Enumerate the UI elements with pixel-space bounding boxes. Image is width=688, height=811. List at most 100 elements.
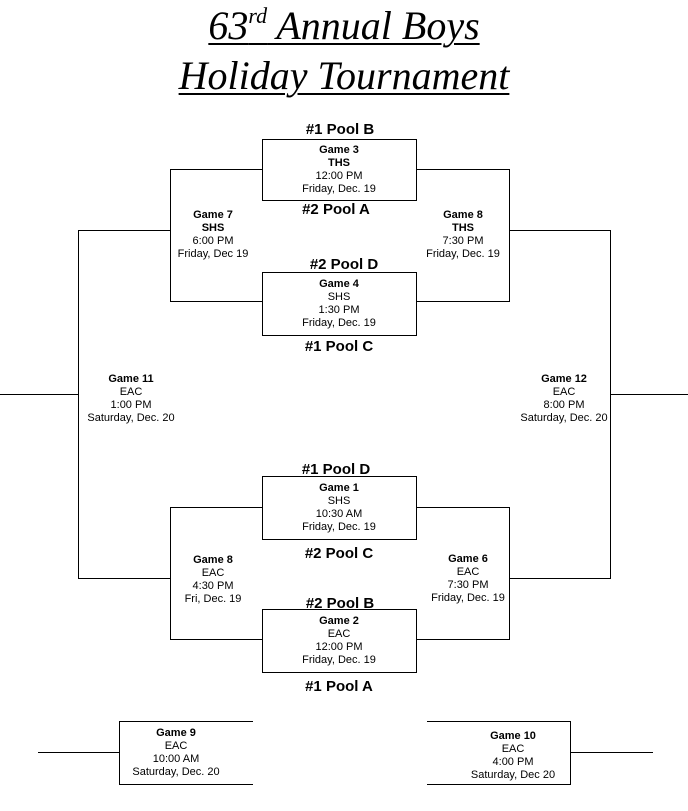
bracket-line [170,301,263,302]
bracket-line [170,507,171,640]
game-10: Game 10 EAC 4:00 PM Saturday, Dec 20 [463,730,563,782]
bracket-line [78,230,79,579]
game-site: EAC [164,740,188,752]
game-box [119,721,253,785]
game-date: Friday, Dec. 19 [431,592,505,604]
game-time: 12:00 PM [315,170,363,182]
game-date: Friday, Dec 19 [177,248,249,260]
game-name: Game 11 [108,373,154,385]
game-11: Game 11 EAC 1:00 PM Saturday, Dec. 20 [81,373,181,425]
bracket-line [170,169,171,302]
game-date: Friday, Dec. 19 [302,654,376,666]
game-2: Game 2 EAC 12:00 PM Friday, Dec. 19 [289,615,389,667]
bracket-line [170,639,263,640]
bracket-line [416,507,510,508]
game-time: 1:30 PM [318,304,360,316]
game-9: Game 9 EAC 10:00 AM Saturday, Dec. 20 [126,727,226,779]
game-site: EAC [327,628,351,640]
game-8-bottom: Game 8 EAC 4:30 PM Fri, Dec. 19 [168,554,258,606]
game-box [262,139,417,201]
game-name: Game 4 [319,278,359,290]
bracket-line [0,394,79,395]
game-date: Saturday, Dec. 20 [87,412,175,424]
game-time: 7:30 PM [447,579,489,591]
seed-label: #1 Pool C [304,338,374,355]
game-6: Game 6 EAC 7:30 PM Friday, Dec. 19 [423,553,513,605]
game-date: Fri, Dec. 19 [184,593,242,605]
bracket-line [610,394,688,395]
bracket-line [38,752,120,753]
bracket-line [509,169,510,302]
game-date: Friday, Dec. 19 [302,183,376,195]
bracket-line [610,230,611,579]
title-line-2: Holiday Tournament [178,53,510,98]
game-7: Game 7 SHS 6:00 PM Friday, Dec 19 [168,209,258,261]
game-time: 7:30 PM [442,235,484,247]
game-time: 4:30 PM [192,580,234,592]
game-3: Game 3 THS 12:00 PM Friday, Dec. 19 [289,144,389,196]
game-time: 8:00 PM [543,399,585,411]
game-box [427,721,571,785]
game-date: Friday, Dec. 19 [426,248,500,260]
game-box [262,609,417,673]
game-name: Game 8 [193,554,233,566]
game-name: Game 10 [490,730,536,742]
game-site: SHS [201,222,225,234]
seed-label: #1 Pool D [301,461,371,478]
title-number: 63 [208,3,249,48]
game-date: Saturday, Dec. 20 [520,412,608,424]
bracket-line [509,507,510,640]
bracket-line [416,639,510,640]
game-box [262,476,417,540]
game-site: SHS [327,495,351,507]
game-name: Game 7 [193,209,233,221]
game-site: THS [328,157,350,169]
title-ordinal-suffix: rd [248,3,268,28]
game-date: Friday, Dec. 19 [302,521,376,533]
game-1: Game 1 SHS 10:30 AM Friday, Dec. 19 [289,482,389,534]
bracket-line [170,507,263,508]
game-time: 10:30 AM [315,508,363,520]
game-name: Game 1 [319,482,359,494]
game-site: SHS [327,291,351,303]
seed-label: #2 Pool B [305,595,375,612]
game-time: 4:00 PM [492,756,534,768]
seed-label: #2 Pool C [304,545,374,562]
bracket-line [570,752,653,753]
seed-label: #1 Pool B [305,121,375,138]
game-name: Game 6 [448,553,488,565]
game-site: EAC [552,386,576,398]
seed-label: #1 Pool A [305,678,373,695]
bracket-line [509,578,611,579]
game-time: 1:00 PM [110,399,152,411]
game-date: Saturday, Dec 20 [470,769,556,781]
bracket-line [170,169,263,170]
game-date: Saturday, Dec. 20 [132,766,220,778]
game-date: Friday, Dec. 19 [302,317,376,329]
bracket-line [509,230,611,231]
seed-label: #2 Pool A [302,201,370,218]
game-name: Game 2 [319,615,359,627]
game-8-top: Game 8 THS 7:30 PM Friday, Dec. 19 [418,209,508,261]
game-box [262,272,417,336]
seed-label: #2 Pool D [309,256,379,273]
game-site: THS [452,222,474,234]
game-site: EAC [119,386,143,398]
game-name: Game 12 [541,373,587,385]
bracket-line [416,301,510,302]
game-time: 12:00 PM [315,641,363,653]
bracket-line [416,169,510,170]
game-12: Game 12 EAC 8:00 PM Saturday, Dec. 20 [514,373,614,425]
title-rest: Annual Boys [267,3,480,48]
game-name: Game 9 [156,727,196,739]
game-4: Game 4 SHS 1:30 PM Friday, Dec. 19 [289,278,389,330]
bracket-line [78,578,171,579]
game-name: Game 8 [443,209,483,221]
bracket-line [78,230,171,231]
title-line-1: 63rd Annual Boys [0,4,688,48]
game-time: 10:00 AM [152,753,200,765]
game-site: EAC [501,743,525,755]
game-time: 6:00 PM [192,235,234,247]
game-site: EAC [201,567,225,579]
game-site: EAC [456,566,480,578]
